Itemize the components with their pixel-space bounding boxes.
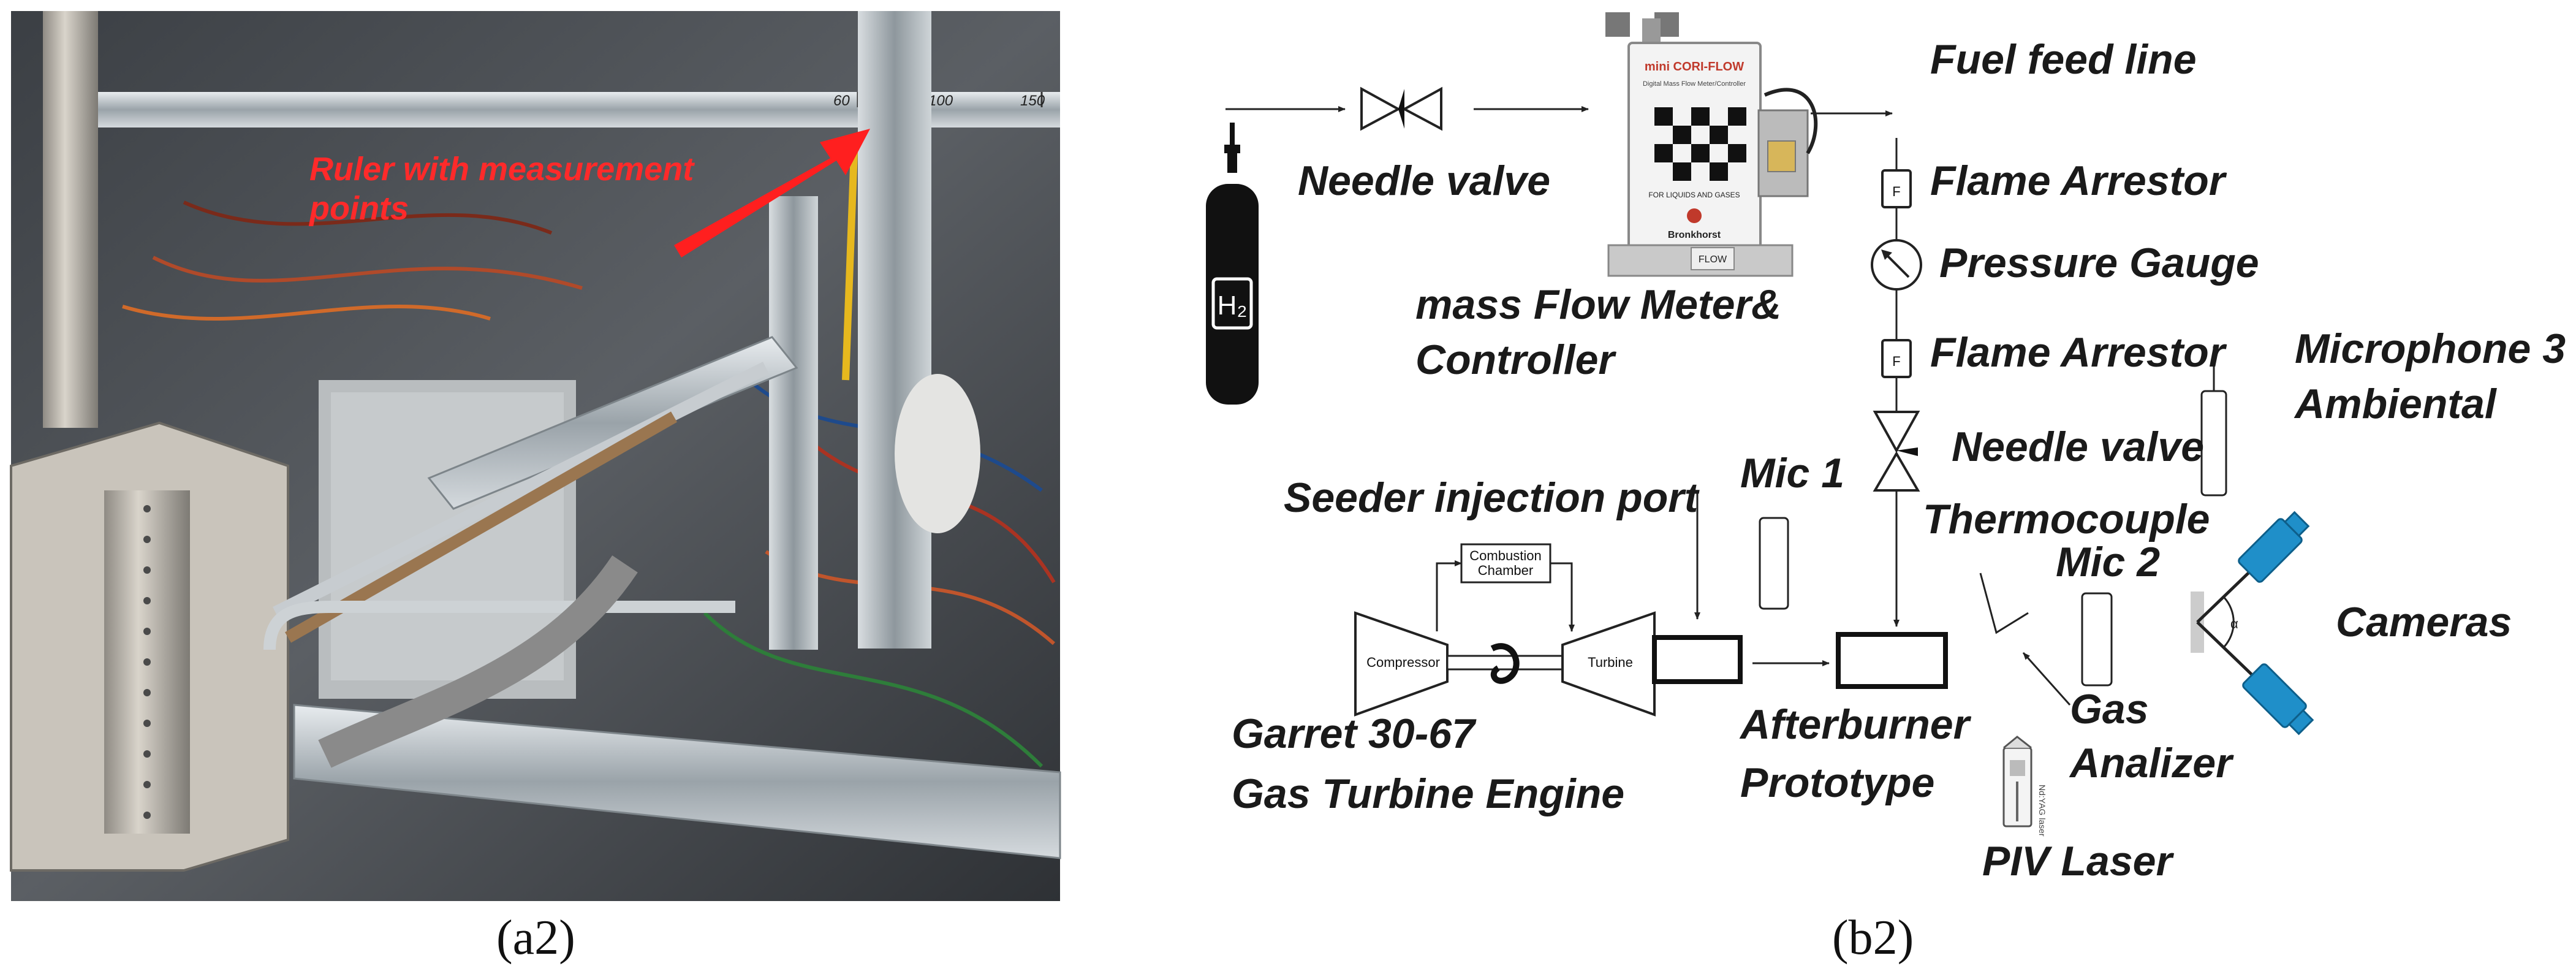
white-disk — [895, 374, 980, 533]
flowmeter-footer: FOR LIQUIDS AND GASES — [1648, 191, 1740, 199]
setup-diagram: H₂ mini CORI-FLOW Digital Mass Flow Mete… — [1206, 12, 2566, 965]
label-microphone-3: Microphone 3 — [2295, 325, 2566, 372]
combustion-chamber-line1: Combustion — [1469, 548, 1541, 563]
flowmeter-maker: Bronkhorst — [1668, 230, 1721, 240]
microphone-2 — [2081, 592, 2113, 687]
camera-icon-top — [2238, 511, 2310, 583]
ruler-mark-100: 100 — [928, 93, 953, 109]
label-garret: Garret 30-67 — [1232, 710, 1477, 757]
label-thermocouple: Thermocouple — [1923, 496, 2210, 542]
label-mic-1: Mic 1 — [1740, 450, 1844, 497]
svg-text:α: α — [2230, 616, 2238, 631]
flame-arrestor-2-mark: F — [1892, 354, 1900, 369]
microphone-3 — [2200, 390, 2227, 497]
label-prototype: Prototype — [1740, 759, 1934, 806]
microphone-1 — [1759, 517, 1789, 610]
annotation-text-line: Ruler with measurement — [309, 151, 695, 188]
annotation-arrow — [674, 129, 870, 257]
label-cameras: Cameras — [2336, 599, 2512, 645]
bottom-profile — [293, 704, 1061, 859]
camera-icon-bottom — [2242, 663, 2314, 736]
flex-hose — [318, 555, 638, 768]
checker-pattern — [1654, 107, 1746, 181]
label-mic-2: Mic 2 — [2056, 539, 2160, 585]
horizontal-profile — [427, 336, 798, 510]
combustion-chamber-line2: Chamber — [1478, 563, 1533, 578]
compressor-label: Compressor — [1366, 655, 1440, 670]
label-needle-valve-2: Needle valve — [1952, 424, 2204, 470]
shaft-rotation-icon — [1490, 643, 1520, 684]
label-ambiental: Ambiental — [2294, 381, 2498, 427]
mass-flow-meter-image: mini CORI-FLOW Digital Mass Flow Meter/C… — [1605, 12, 1818, 277]
annotation-text-line-2: points — [308, 190, 409, 227]
perforation-holes — [143, 505, 151, 819]
needle-valve-2 — [1873, 411, 1920, 492]
vertical-post — [858, 11, 931, 649]
piv-laser-text: Nd:YAG laser — [2037, 785, 2047, 837]
label-piv-laser: PIV Laser — [1982, 838, 2174, 885]
experimental-photo: 60 80 100 150 — [10, 11, 1061, 965]
exhaust-duct — [1652, 635, 1743, 684]
camera-arrangement: α — [2191, 511, 2314, 736]
bent-tube — [263, 601, 735, 650]
label-afterburner: Afterburner — [1739, 701, 1972, 748]
label-gas-turbine-engine: Gas Turbine Engine — [1232, 770, 1624, 817]
label-pressure-gauge: Pressure Gauge — [1939, 240, 2259, 286]
label-flame-arrestor-2: Flame Arrestor — [1930, 329, 2227, 376]
exhaust-chimney — [43, 11, 98, 428]
turbine-shape — [1561, 611, 1656, 717]
turbine-label: Turbine — [1588, 655, 1633, 670]
diagram-caption: (b2) — [1832, 911, 1914, 965]
pressure-gauge — [1871, 239, 1922, 291]
gas-turbine-schematic: Combustion Chamber Compressor Turbine — [1354, 543, 1656, 717]
piv-laser: Nd:YAG laser — [2002, 736, 2047, 837]
label-analizer: Analizer — [2069, 740, 2234, 786]
h2-cylinder: H₂ — [1206, 123, 1259, 405]
flowmeter-subtitle: Digital Mass Flow Meter/Controller — [1643, 80, 1746, 88]
label-flame-arrestor-1: Flame Arrestor — [1930, 158, 2227, 204]
annotation-text: Ruler with measurement points — [308, 151, 703, 227]
compressor-shape — [1354, 611, 1449, 717]
flame-arrestor-1-mark: F — [1892, 184, 1900, 199]
afterburner-prototype — [1836, 632, 1948, 689]
label-gas: Gas — [2070, 686, 2149, 732]
ruler-mark-150: 150 — [1020, 93, 1045, 109]
probe-tube — [273, 362, 769, 619]
needle-valve-1 — [1360, 86, 1442, 131]
flowmeter-brand: mini CORI-FLOW — [1645, 60, 1744, 74]
h2-label: H₂ — [1218, 291, 1248, 321]
label-needle-valve-1: Needle valve — [1298, 158, 1550, 204]
photo-caption: (a2) — [496, 911, 575, 965]
ruler-mark-60: 60 — [833, 93, 850, 109]
label-controller: Controller — [1415, 337, 1616, 383]
thermocouple-probe — [1979, 573, 2029, 634]
flowmeter-flow-tag: FLOW — [1699, 254, 1727, 265]
label-seeder-injection-port: Seeder injection port — [1284, 474, 1700, 521]
vertical-post-2 — [769, 196, 818, 650]
label-fuel-feed-line: Fuel feed line — [1930, 36, 2197, 83]
yellow-cable — [842, 134, 858, 381]
label-mass-flow-meter: mass Flow Meter& — [1415, 281, 1781, 328]
